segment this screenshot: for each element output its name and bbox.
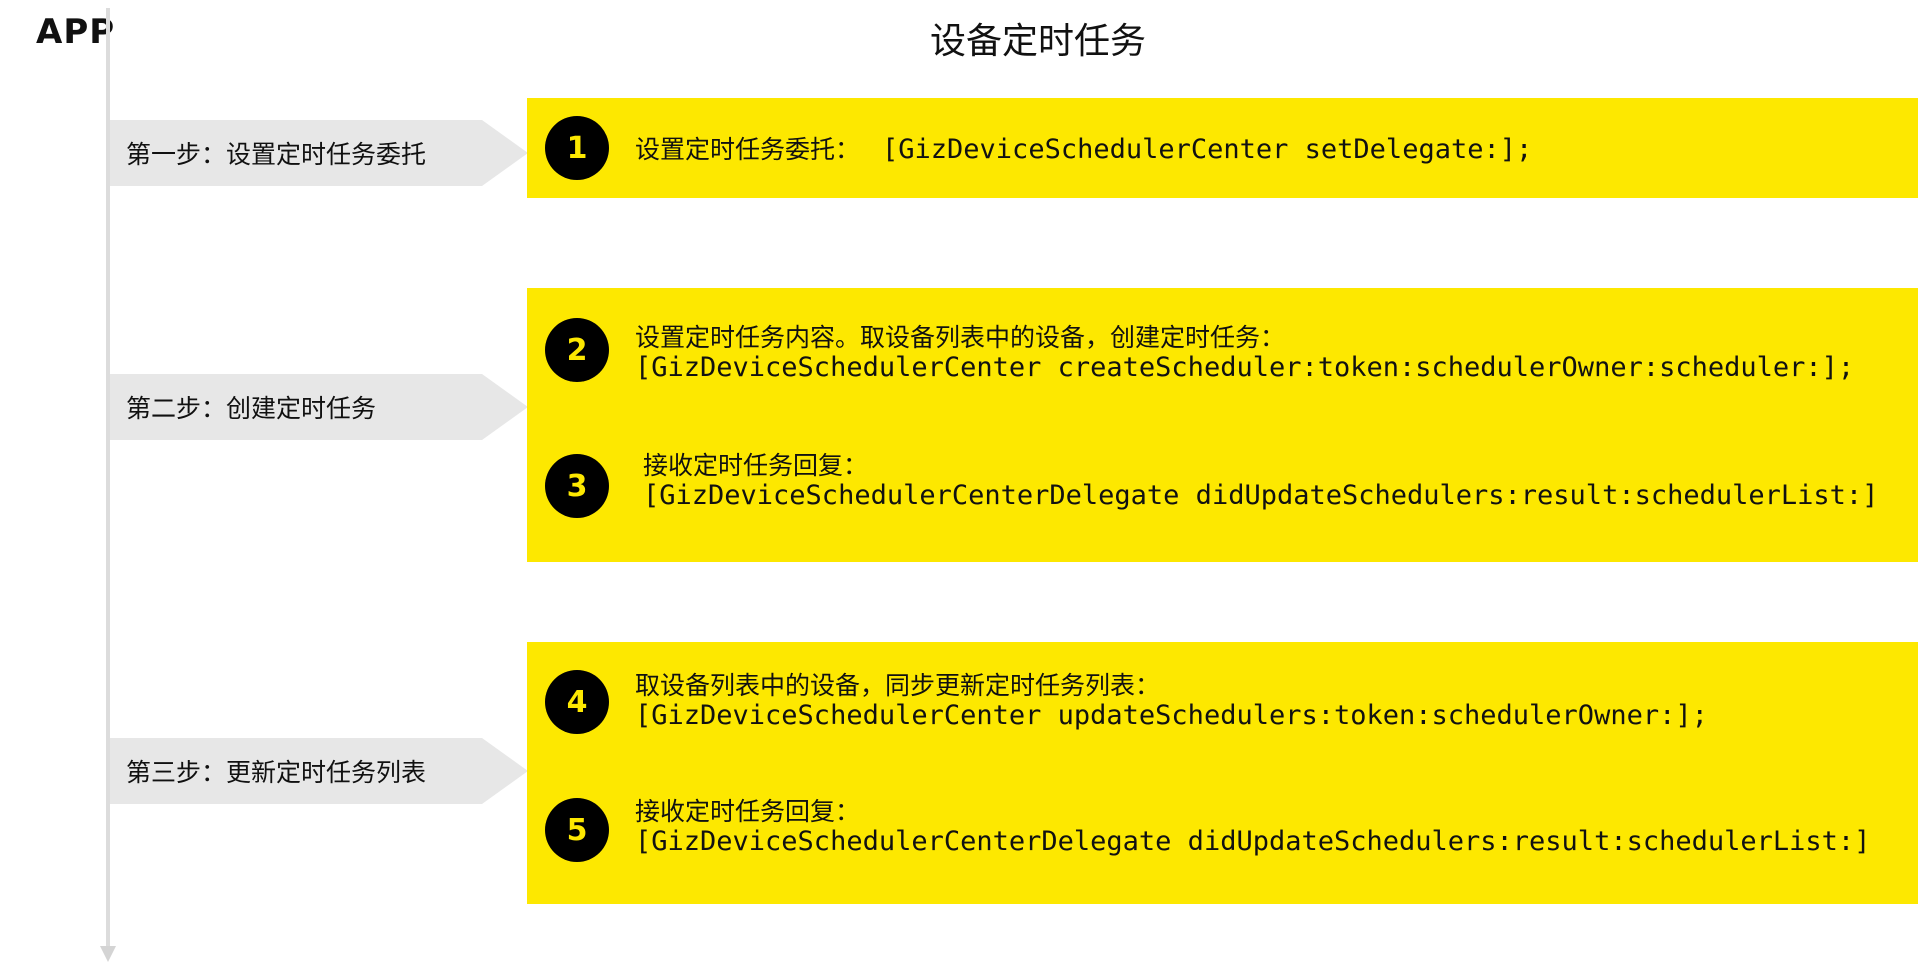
item-description: 取设备列表中的设备，同步更新定时任务列表： — [635, 671, 1161, 700]
step-number-badge: 5 — [545, 798, 609, 862]
timeline-arrow-icon — [100, 946, 116, 962]
item-code: [GizDeviceSchedulerCenterDelegate didUpd… — [643, 480, 1879, 511]
step-tag-label: 第二步：创建定时任务 — [126, 394, 377, 423]
step-tag-2: 第二步：创建定时任务 — [110, 374, 528, 440]
step-tag-1: 第一步：设置定时任务委托 — [110, 120, 528, 186]
item-3: 3 接收定时任务回复： [GizDeviceSchedulerCenterDel… — [527, 424, 1918, 562]
item-code: [GizDeviceSchedulerCenter createSchedule… — [635, 352, 1855, 383]
item-line: 设置定时任务委托： [GizDeviceSchedulerCenter setD… — [635, 130, 1532, 166]
step-tag-3: 第三步：更新定时任务列表 — [110, 738, 528, 804]
step-number-badge: 2 — [545, 318, 609, 382]
item-5: 5 接收定时任务回复： [GizDeviceSchedulerCenterDel… — [527, 768, 1918, 904]
item-code: [GizDeviceSchedulerCenter setDelegate:]; — [882, 134, 1533, 165]
step-number-badge: 4 — [545, 670, 609, 734]
app-label: APP — [36, 12, 116, 52]
step-tag-label: 第三步：更新定时任务列表 — [126, 758, 427, 787]
panel-step-2: 2 设置定时任务内容。取设备列表中的设备，创建定时任务： [GizDeviceS… — [527, 288, 1918, 562]
item-description: 接收定时任务回复： — [635, 797, 861, 826]
timeline-line — [106, 8, 110, 948]
step-number-badge: 3 — [545, 454, 609, 518]
item-description: 接收定时任务回复： — [643, 451, 869, 480]
step-tag-label: 第一步：设置定时任务委托 — [126, 140, 427, 169]
item-code: [GizDeviceSchedulerCenterDelegate didUpd… — [635, 826, 1871, 857]
item-description: 设置定时任务内容。取设备列表中的设备，创建定时任务： — [635, 323, 1286, 352]
item-4: 4 取设备列表中的设备，同步更新定时任务列表： [GizDeviceSchedu… — [527, 642, 1918, 768]
item-description: 设置定时任务委托： — [635, 135, 861, 164]
item-code: [GizDeviceSchedulerCenter updateSchedule… — [635, 700, 1708, 731]
panel-step-1: 1 设置定时任务委托： [GizDeviceSchedulerCenter se… — [527, 98, 1918, 198]
item-1: 1 设置定时任务委托： [GizDeviceSchedulerCenter se… — [527, 98, 1918, 198]
page-title: 设备定时任务 — [930, 21, 1147, 62]
step-number-badge: 1 — [545, 116, 609, 180]
item-2: 2 设置定时任务内容。取设备列表中的设备，创建定时任务： [GizDeviceS… — [527, 288, 1918, 424]
panel-step-3: 4 取设备列表中的设备，同步更新定时任务列表： [GizDeviceSchedu… — [527, 642, 1918, 904]
